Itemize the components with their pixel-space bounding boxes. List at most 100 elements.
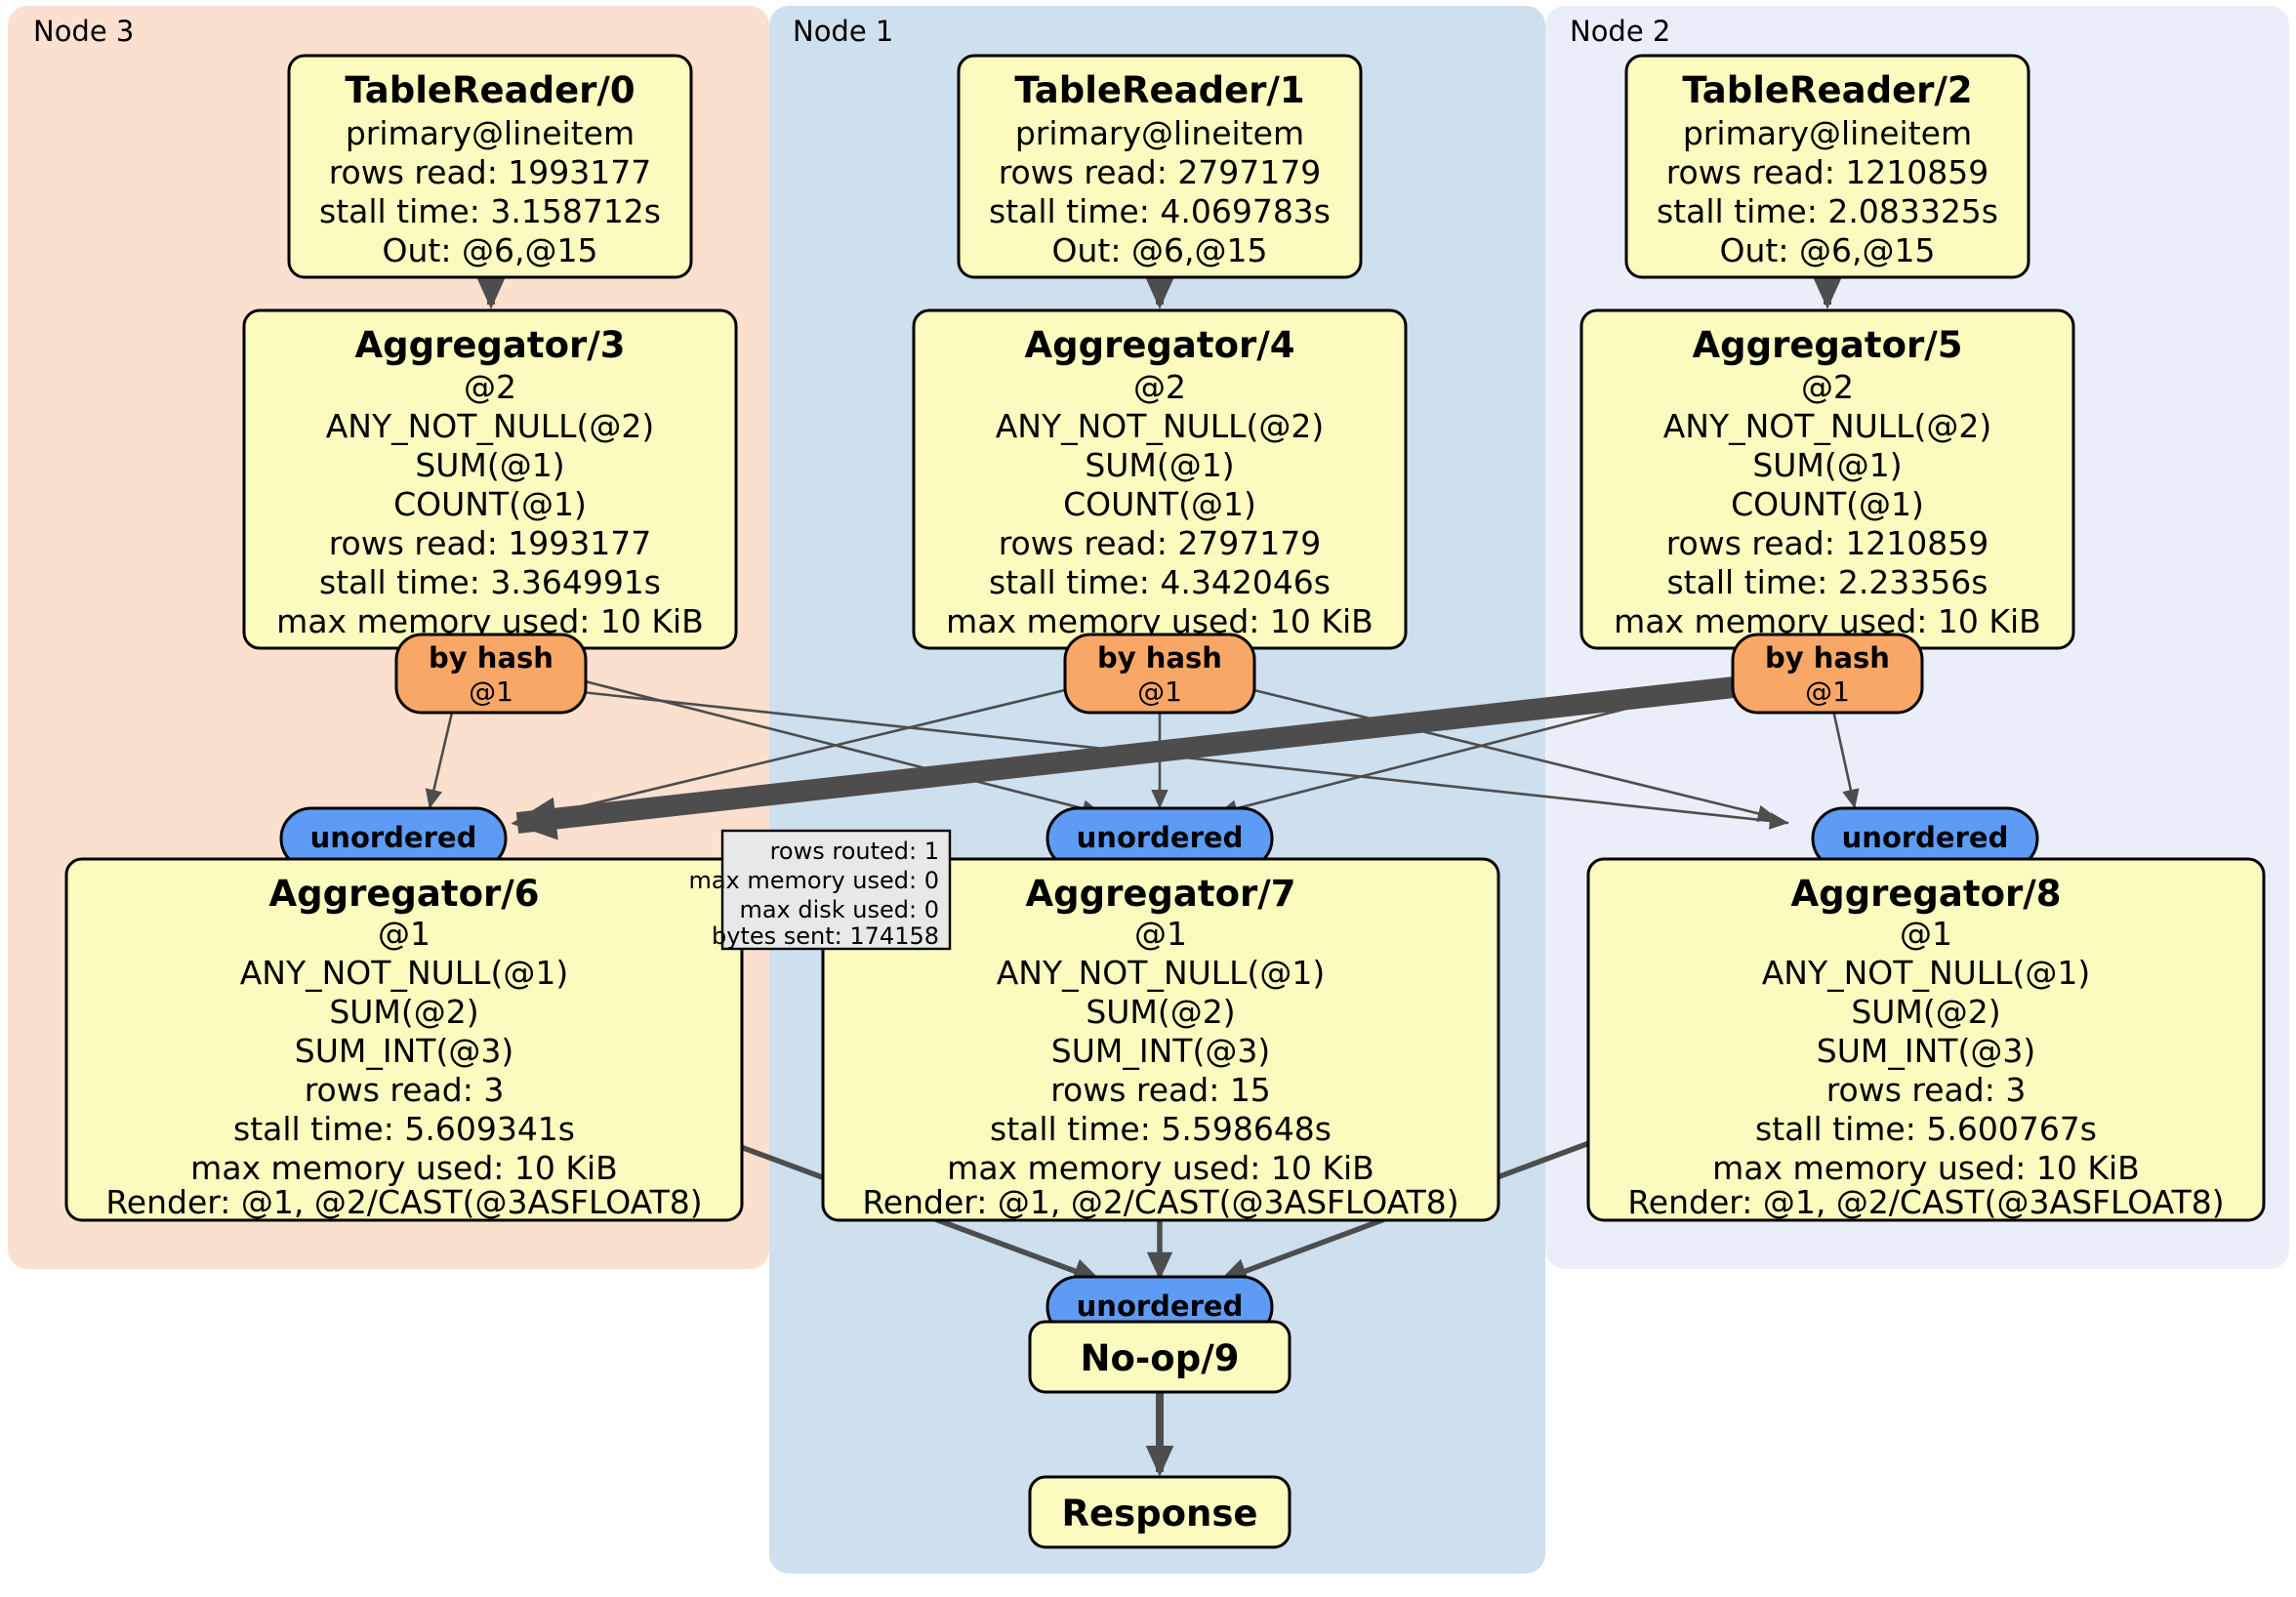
aggregator7-line-6: max memory used: 10 KiB (947, 1149, 1374, 1187)
router-byhash3[interactable]: by hash @1 (394, 633, 588, 715)
aggregator3-line-3: COUNT(@1) (393, 485, 587, 523)
aggregator6-line-2: SUM(@2) (329, 993, 478, 1031)
tablereader1-line-0: primary@lineitem (1015, 114, 1304, 152)
aggregator6-title: Aggregator/6 (268, 873, 539, 915)
cluster-node2-label: Node 2 (1570, 15, 1670, 48)
aggregator4-line-5: stall time: 4.342046s (989, 563, 1331, 601)
noop9-title: No-op/9 (1081, 1337, 1240, 1379)
aggregator6-line-1: ANY_NOT_NULL(@1) (240, 954, 569, 992)
byhash3-label: by hash (429, 641, 554, 675)
tablereader1-line-3: Out: @6,@15 (1052, 231, 1268, 269)
aggregator8-line-1: ANY_NOT_NULL(@1) (1762, 954, 2091, 992)
tablereader2-line-0: primary@lineitem (1683, 114, 1972, 152)
response-title: Response (1062, 1493, 1258, 1535)
aggregator3-line-2: SUM(@1) (415, 446, 564, 484)
aggregator5-line-5: stall time: 2.23356s (1666, 563, 1988, 601)
stream-stats-tooltip: rows routed: 1 max memory used: 0 max di… (688, 829, 952, 951)
tooltip-line-1: max memory used: 0 (688, 867, 939, 894)
aggregator7-line-1: ANY_NOT_NULL(@1) (997, 954, 1326, 992)
processor-aggregator3[interactable]: Aggregator/3 @2 ANY_NOT_NULL(@2) SUM(@1)… (242, 308, 738, 650)
aggregator3-line-5: stall time: 3.364991s (319, 563, 661, 601)
processor-aggregator7[interactable]: Aggregator/7 @1 ANY_NOT_NULL(@1) SUM(@2)… (821, 857, 1500, 1222)
aggregator3-line-4: rows read: 1993177 (329, 524, 652, 562)
tablereader2-title: TableReader/2 (1682, 69, 1972, 111)
aggregator8-line-7: Render: @1, @2/CAST(@3ASFLOAT8) (1627, 1183, 2224, 1221)
tooltip-line-0: rows routed: 1 (770, 838, 939, 865)
aggregator7-line-4: rows read: 15 (1050, 1071, 1271, 1109)
tablereader2-line-3: Out: @6,@15 (1720, 231, 1936, 269)
tablereader1-line-1: rows read: 2797179 (999, 153, 1322, 191)
aggregator7-line-5: stall time: 5.598648s (990, 1110, 1332, 1148)
processor-tablereader1[interactable]: TableReader/1 primary@lineitem rows read… (957, 54, 1363, 279)
processor-aggregator4[interactable]: Aggregator/4 @2 ANY_NOT_NULL(@2) SUM(@1)… (912, 308, 1408, 650)
aggregator4-line-2: SUM(@1) (1085, 446, 1234, 484)
aggregator5-line-3: COUNT(@1) (1731, 485, 1924, 523)
tablereader1-line-2: stall time: 4.069783s (989, 192, 1331, 230)
byhash5-label: by hash (1765, 641, 1890, 675)
aggregator6-line-0: @1 (378, 915, 430, 953)
synchronizer-sync6[interactable]: unordered (279, 806, 508, 871)
tooltip-line-2: max disk used: 0 (739, 896, 939, 923)
tablereader0-line-3: Out: @6,@15 (383, 231, 598, 269)
aggregator4-title: Aggregator/4 (1024, 324, 1294, 366)
sync7-label: unordered (1077, 821, 1244, 854)
aggregator5-line-0: @2 (1801, 368, 1854, 406)
aggregator8-line-2: SUM(@2) (1851, 993, 2000, 1031)
tablereader1-title: TableReader/1 (1014, 69, 1304, 111)
aggregator7-line-2: SUM(@2) (1086, 993, 1235, 1031)
edge-byhash4-to-sync8 (1225, 681, 1778, 823)
aggregator4-line-3: COUNT(@1) (1063, 485, 1256, 523)
router-byhash5[interactable]: by hash @1 (1731, 633, 1924, 715)
aggregator8-line-3: SUM_INT(@3) (1817, 1032, 2035, 1070)
tablereader0-title: TableReader/0 (345, 69, 635, 111)
aggregator8-line-5: stall time: 5.600767s (1755, 1110, 2097, 1148)
cluster-node1-label: Node 1 (793, 15, 893, 48)
aggregator3-line-0: @2 (464, 368, 516, 406)
aggregator6-line-6: max memory used: 10 KiB (190, 1149, 618, 1187)
processor-response[interactable]: Response (1028, 1475, 1292, 1549)
tablereader0-line-2: stall time: 3.158712s (319, 192, 661, 230)
aggregator5-title: Aggregator/5 (1692, 324, 1962, 366)
aggregator4-line-1: ANY_NOT_NULL(@2) (996, 407, 1325, 445)
aggregator6-line-5: stall time: 5.609341s (233, 1110, 575, 1148)
tooltip-line-3: bytes sent: 174158 (712, 922, 939, 950)
byhash4-sub: @1 (1137, 676, 1182, 708)
aggregator7-line-7: Render: @1, @2/CAST(@3ASFLOAT8) (862, 1183, 1458, 1221)
aggregator6-line-4: rows read: 3 (305, 1071, 505, 1109)
byhash5-sub: @1 (1805, 676, 1850, 708)
aggregator7-line-0: @1 (1134, 915, 1187, 953)
tablereader2-line-1: rows read: 1210859 (1666, 153, 1989, 191)
aggregator6-line-7: Render: @1, @2/CAST(@3ASFLOAT8) (105, 1183, 702, 1221)
router-byhash4[interactable]: by hash @1 (1063, 633, 1256, 715)
edge-byhash3-to-sync8 (554, 687, 1789, 830)
processor-tablereader2[interactable]: TableReader/2 primary@lineitem rows read… (1624, 54, 2030, 279)
processor-aggregator8[interactable]: Aggregator/8 @1 ANY_NOT_NULL(@1) SUM(@2)… (1586, 857, 2266, 1222)
sync6-label: unordered (310, 821, 477, 854)
edge-byhash5-to-sync7 (1217, 672, 1764, 817)
synchronizer-sync8[interactable]: unordered (1811, 806, 2039, 871)
processor-noop9[interactable]: No-op/9 (1028, 1320, 1292, 1394)
processor-aggregator5[interactable]: Aggregator/5 @2 ANY_NOT_NULL(@2) SUM(@1)… (1579, 308, 2075, 650)
aggregator5-line-1: ANY_NOT_NULL(@2) (1663, 407, 1992, 445)
processor-tablereader0[interactable]: TableReader/0 primary@lineitem rows read… (287, 54, 693, 279)
processor-aggregator6[interactable]: Aggregator/6 @1 ANY_NOT_NULL(@1) SUM(@2)… (64, 857, 744, 1222)
aggregator8-line-4: rows read: 3 (1826, 1071, 2027, 1109)
aggregator4-line-4: rows read: 2797179 (999, 524, 1322, 562)
aggregator8-line-0: @1 (1900, 915, 1952, 953)
tablereader0-line-0: primary@lineitem (346, 114, 635, 152)
aggregator7-line-3: SUM_INT(@3) (1051, 1032, 1270, 1070)
edge-byhash3-to-sync7 (554, 672, 1102, 817)
aggregator7-title: Aggregator/7 (1025, 873, 1295, 915)
aggregator8-title: Aggregator/8 (1790, 873, 2061, 915)
tablereader2-line-2: stall time: 2.083325s (1657, 192, 1998, 230)
aggregator5-line-4: rows read: 1210859 (1666, 524, 1989, 562)
synchronizer-sync7[interactable]: unordered (1046, 806, 1274, 871)
tablereader0-line-1: rows read: 1993177 (329, 153, 652, 191)
cluster-node3-label: Node 3 (33, 15, 134, 48)
aggregator5-line-2: SUM(@1) (1752, 446, 1902, 484)
byhash4-label: by hash (1097, 641, 1222, 675)
sync9-label: unordered (1077, 1290, 1244, 1323)
aggregator6-line-3: SUM_INT(@3) (295, 1032, 513, 1070)
